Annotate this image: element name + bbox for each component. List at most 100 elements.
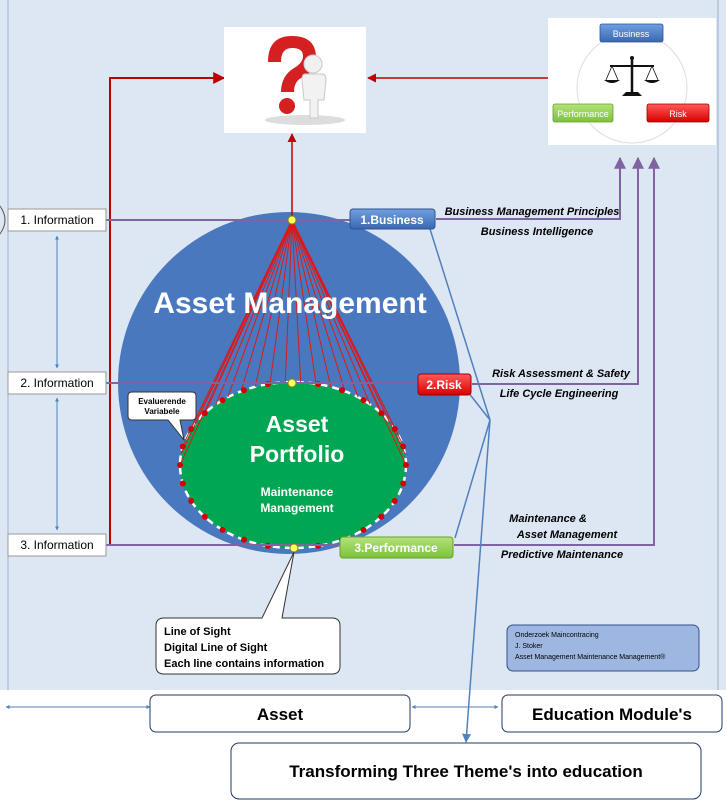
evaluation-dot (378, 410, 385, 417)
evaluation-dot (378, 513, 385, 520)
performance-tag: 3.Performance (339, 536, 454, 559)
asset-bottom-label: Asset (257, 705, 304, 724)
maintenance-label-2: Management (260, 501, 333, 515)
info2-box: 2. Information (7, 371, 107, 395)
scale-risk-button: Risk (646, 103, 710, 123)
education-bottom-label: Education Module's (532, 705, 692, 724)
perf-desc-1: Maintenance & (509, 513, 587, 525)
sight-ray (291, 219, 346, 392)
sight-ray (196, 219, 293, 423)
evaluation-dot (201, 513, 208, 520)
blue-converge-business (429, 228, 491, 421)
business-feedback-line (436, 156, 626, 220)
sight-ray (204, 219, 293, 413)
education-bottom-box: Education Module's (501, 694, 723, 733)
blue-converge-performance (454, 419, 491, 539)
business-tag: 1.Business (349, 208, 436, 230)
info3-label: 3. Information (20, 538, 93, 552)
asset-portfolio-title-2: Portfolio (250, 441, 345, 467)
evaluation-dot (201, 410, 208, 417)
sight-ray (291, 219, 302, 383)
info1-box: 1. Information (7, 208, 107, 232)
business-desc-2: Business Intelligence (481, 226, 593, 238)
perf-desc-2: Asset Management (516, 529, 619, 541)
scale-business-label: Business (613, 29, 650, 39)
sight-ray (291, 219, 406, 454)
maintenance-label-1: Maintenance (261, 485, 334, 499)
sight-ray (215, 219, 293, 405)
risk-desc-1: Risk Assessment & Safety (492, 368, 631, 380)
evaluation-dot (400, 443, 407, 450)
evaluation-dot (391, 426, 398, 432)
asset-portfolio-title-1: Asset (266, 411, 329, 437)
evaluation-dot (219, 526, 226, 533)
scale-performance-button: Performance (552, 103, 614, 123)
question-mark-figure-icon (265, 36, 345, 125)
line-of-sight-rays (179, 219, 407, 466)
scale-performance-label: Performance (557, 109, 609, 119)
credit-text-1: Onderzoek Maincontracing (515, 632, 599, 639)
sight-ray (291, 219, 371, 405)
evaluation-dot (177, 462, 183, 468)
question-figure-box (224, 27, 366, 133)
risk-tag-label: 2.Risk (426, 378, 462, 392)
line-of-sight-text-1: Line of Sight (164, 626, 231, 638)
bottom-node (289, 543, 299, 553)
evaluation-dot (219, 397, 226, 404)
sight-ray (254, 219, 293, 387)
perf-desc-3: Predictive Maintenance (501, 549, 623, 561)
evaluerende-text-2: Variabele (144, 407, 180, 416)
business-desc-1: Business Management Principles (445, 206, 620, 218)
info2-label: 2. Information (20, 376, 93, 390)
sight-ray (240, 219, 293, 392)
line-of-sight-text-3: Each line contains information (164, 658, 324, 670)
info3-box: 3. Information (7, 533, 107, 557)
asset-bottom-box: Asset (149, 694, 411, 733)
performance-tag-label: 3.Performance (354, 541, 438, 555)
blue-converge-risk (467, 391, 491, 421)
evaluation-dot (400, 480, 407, 487)
line-of-sight-text-2: Digital Line of Sight (164, 642, 268, 654)
evaluerende-callout (127, 391, 197, 441)
risk-desc-2: Life Cycle Engineering (500, 388, 619, 400)
evaluation-dot (179, 443, 186, 450)
info1-label: 1. Information (20, 213, 93, 227)
evaluation-dot (179, 480, 186, 487)
sight-ray (291, 219, 359, 398)
evaluerende-text-1: Evaluerende (138, 397, 186, 406)
sight-ray (291, 219, 332, 387)
sight-ray (284, 219, 293, 383)
evaluation-dot (188, 426, 195, 432)
middle-node (287, 378, 297, 388)
sight-ray (291, 219, 407, 466)
scale-box: Business Performance Risk (548, 18, 716, 145)
risk-tag: 2.Risk (417, 373, 472, 396)
performance-feedback-line (454, 156, 660, 546)
credit-text-3: Asset Management Maintenance Management® (515, 653, 666, 661)
evaluation-dot (241, 536, 247, 543)
sight-ray (291, 219, 317, 384)
evaluation-dot (360, 397, 367, 404)
risk-feedback-line (472, 156, 644, 385)
scale-risk-label: Risk (669, 109, 687, 119)
line-of-sight-callout (155, 551, 341, 675)
balance-scale-icon (604, 56, 660, 96)
evaluation-dot (188, 498, 195, 504)
evaluation-dot (360, 526, 367, 533)
evaluation-dot (339, 387, 345, 394)
business-tag-label: 1.Business (360, 213, 424, 227)
credit-box: Onderzoek Maincontracing J. Stoker Asset… (506, 624, 700, 672)
asset-management-title: Asset Management (153, 287, 426, 320)
partial-circle-edge (0, 205, 6, 235)
credit-text-2: J. Stoker (515, 643, 543, 650)
transforming-label: Transforming Three Theme's into educatio… (289, 762, 643, 781)
evaluation-dot (241, 387, 247, 394)
scale-business-button: Business (599, 23, 664, 43)
sight-ray (269, 219, 293, 384)
evaluation-dot (403, 462, 409, 468)
blue-down-arrow (462, 419, 491, 743)
evaluation-dot (391, 498, 398, 504)
top-node (287, 215, 297, 225)
sight-ray (227, 219, 293, 398)
